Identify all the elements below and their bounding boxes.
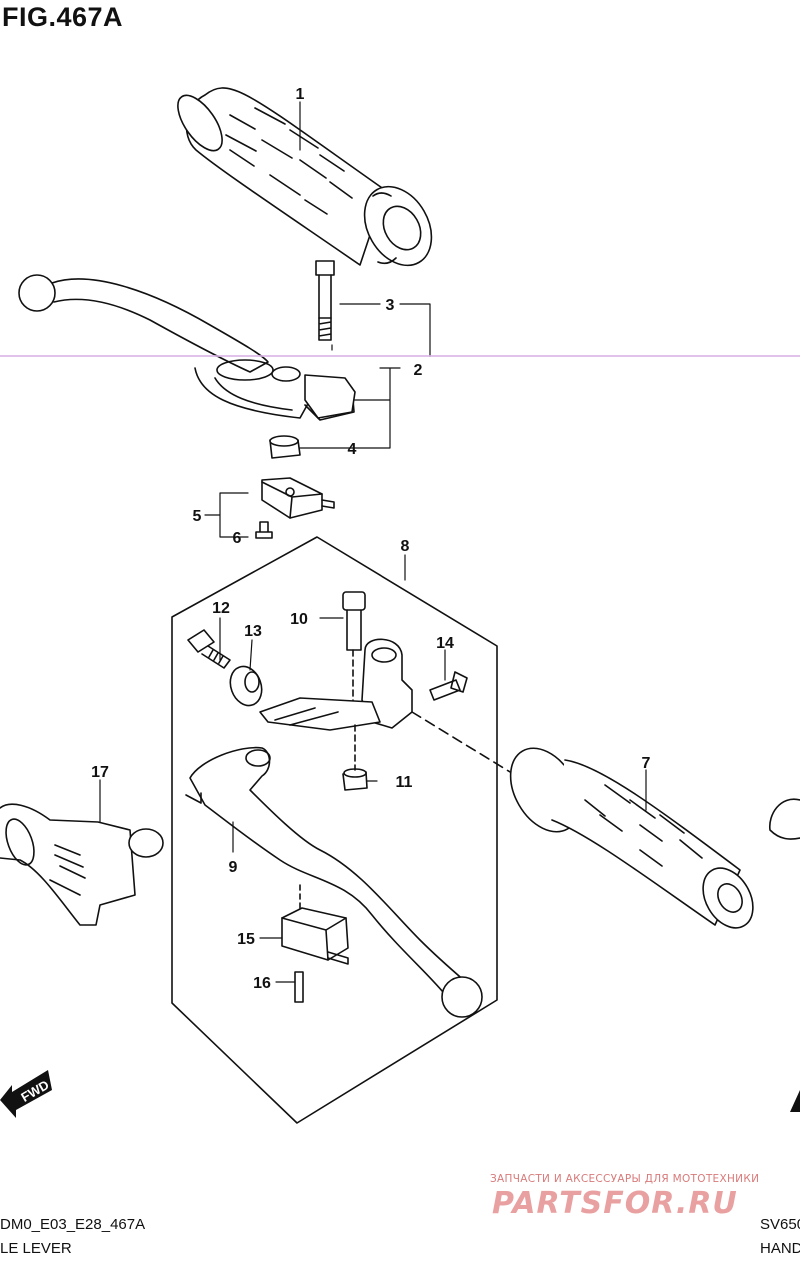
callout-labels: 1 2 3 4 5 6 7 8 9 10 11 12 13 14 15 16 1… <box>91 86 650 992</box>
figure-title: FIG.467A <box>2 2 124 32</box>
callout-11: 11 <box>396 774 413 791</box>
callout-16: 16 <box>253 975 271 992</box>
callout-8: 8 <box>401 538 410 555</box>
callout-9: 9 <box>229 859 238 876</box>
nut-part-11 <box>342 724 368 791</box>
fwd-arrow-icon: FWD <box>0 1070 52 1118</box>
nut-part-4 <box>269 435 301 459</box>
callout-14: 14 <box>436 635 454 652</box>
switch-part-15 <box>281 881 349 965</box>
grip-part-1 <box>177 87 433 267</box>
watermark-tagline: ЗАПЧАСТИ И АКСЕССУАРЫ ДЛЯ МОТОТЕХНИКИ <box>490 1173 760 1185</box>
callout-17: 17 <box>91 764 109 781</box>
leader-lines <box>99 101 647 983</box>
callout-10: 10 <box>290 611 308 628</box>
footer-title-left: LE LEVER <box>0 1240 72 1257</box>
lever-part-2 <box>18 274 356 421</box>
callout-15: 15 <box>237 931 255 948</box>
callout-13: 13 <box>244 623 262 640</box>
callout-1: 1 <box>296 86 305 103</box>
bolt-part-12 <box>187 629 231 669</box>
screw-part-16 <box>294 971 304 1003</box>
callout-7: 7 <box>642 755 651 772</box>
callout-2: 2 <box>414 362 423 379</box>
lever-holder <box>259 638 516 776</box>
footer-code-left: DM0_E03_E28_467A <box>0 1216 146 1233</box>
bolt-part-14 <box>429 671 468 701</box>
callout-5: 5 <box>193 508 202 525</box>
footer-code-right: SV650 <box>760 1216 800 1233</box>
assembly-frame-part-8 <box>171 536 498 1124</box>
bolt-part-3 <box>315 260 335 341</box>
partial-part-right-edge <box>769 798 800 840</box>
footer-title-right: HAND <box>760 1240 800 1257</box>
watermark-brand: PARTSFOR.RU <box>492 1186 738 1221</box>
callout-6: 6 <box>233 530 242 547</box>
switch-part-5 <box>261 477 335 519</box>
grip-part-7 <box>509 747 754 929</box>
ring-part-13 <box>229 665 263 707</box>
pivot-bolt-part-10 <box>342 591 366 706</box>
screw-part-6 <box>255 521 273 539</box>
lever-part-9 <box>185 746 483 1018</box>
fwd-arrow-right-edge-icon <box>790 1090 800 1112</box>
callout-12: 12 <box>212 600 230 617</box>
callout-4: 4 <box>348 441 357 458</box>
switch-housing-part-17 <box>0 803 164 926</box>
callout-3: 3 <box>386 297 395 314</box>
